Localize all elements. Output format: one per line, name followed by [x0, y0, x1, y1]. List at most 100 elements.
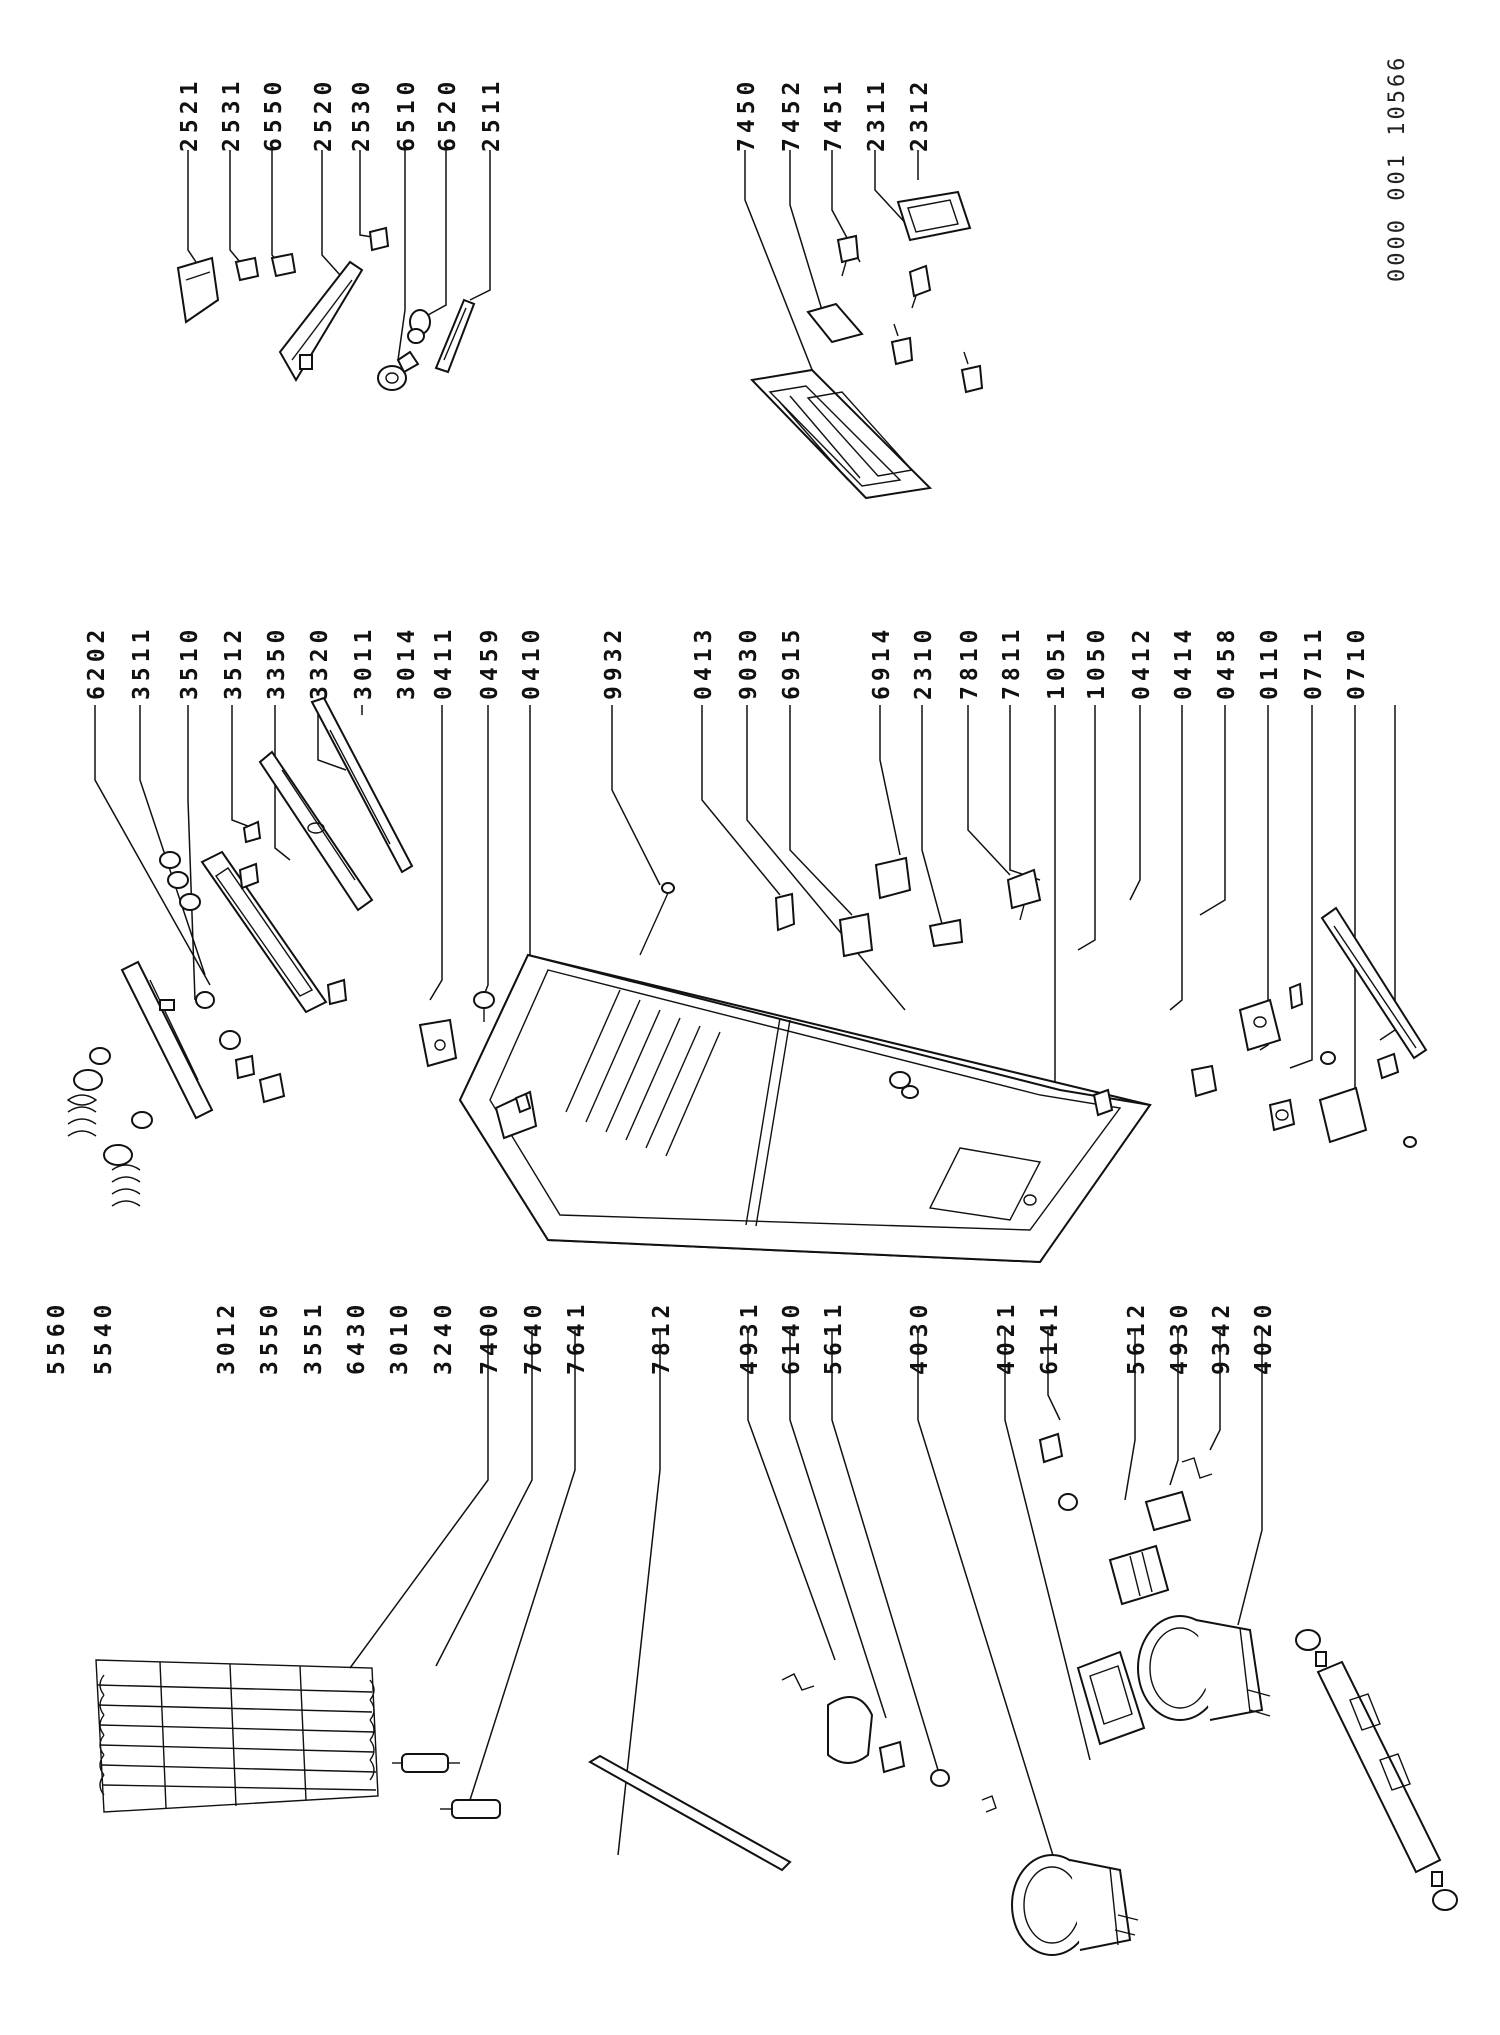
part-9030-thermostat [889, 1071, 919, 1099]
label-3012: 3012 [214, 1299, 240, 1375]
label-2530: 2530 [349, 76, 375, 152]
part-2530-block [368, 226, 390, 252]
part-4020-compressor [1137, 1615, 1271, 1721]
part-2310-hinge-pin [928, 918, 964, 948]
cabinet-body [458, 953, 1152, 1264]
part-7400-condenser [95, 1659, 379, 1813]
part-3550-switch [234, 1054, 256, 1080]
part-7811-drain-plug [1092, 1088, 1114, 1117]
doc-reference-number: 0000 001 10566 [1385, 54, 1410, 282]
label-4930: 4930 [1167, 1299, 1193, 1375]
label-0413: 0413 [691, 624, 717, 700]
label-0414: 0414 [1171, 624, 1197, 700]
part-0458-screw [1288, 982, 1304, 1010]
label-6202: 6202 [84, 624, 110, 700]
part-0412-hinge [1238, 998, 1282, 1052]
part-4021-relay-box [1076, 1650, 1146, 1746]
label-3010: 3010 [387, 1299, 413, 1375]
part-3014-trim-strip [310, 696, 414, 874]
label-9030: 9030 [736, 624, 762, 700]
label-7451: 7451 [821, 76, 847, 152]
label-6520: 6520 [435, 76, 461, 152]
part-0711-clip [1376, 1052, 1400, 1080]
label-5611: 5611 [821, 1299, 847, 1375]
label-7452: 7452 [779, 76, 805, 152]
label-6550: 6550 [261, 76, 287, 152]
label-4030: 4030 [907, 1299, 933, 1375]
part-3012-lamp-housing [120, 960, 214, 1120]
label-3350: 3350 [264, 624, 290, 700]
part-9932-cable [639, 882, 675, 956]
label-3510: 3510 [177, 624, 203, 700]
label-3512: 3512 [221, 624, 247, 700]
label-0458: 0458 [1214, 624, 1240, 700]
label-3240: 3240 [431, 1299, 457, 1375]
part-0411-bracket [418, 1018, 458, 1068]
label-6915: 6915 [779, 624, 805, 700]
part-6550-clip [270, 252, 297, 278]
label-4020: 4020 [1251, 1299, 1277, 1375]
part-6915-support [838, 912, 874, 958]
lead-lines-left [349, 1330, 1263, 1879]
part-7641-dryer [440, 1799, 501, 1819]
part-base-plate [1295, 1629, 1458, 1911]
label-0459: 0459 [477, 624, 503, 700]
label-2312: 2312 [907, 76, 933, 152]
part-2311-hinge [908, 264, 932, 309]
label-0410: 0410 [519, 624, 545, 700]
label-3511: 3511 [129, 624, 155, 700]
label-1051: 1051 [1044, 624, 1070, 700]
label-1050: 1050 [1084, 624, 1110, 700]
part-3350-switch [238, 862, 260, 890]
part-2520-hinge-rail [278, 260, 364, 382]
label-9932: 9932 [601, 624, 627, 700]
label-6141: 6141 [1037, 1299, 1063, 1375]
label-2310: 2310 [911, 624, 937, 700]
label-4931: 4931 [737, 1299, 763, 1375]
label-9342: 9342 [1209, 1299, 1235, 1375]
part-0410-hinge [494, 1090, 538, 1140]
part-6141-relay [1038, 1432, 1078, 1511]
label-7810: 7810 [957, 624, 983, 700]
part-2531-clip [234, 256, 260, 282]
part-3551-cover [258, 1072, 286, 1104]
lead-lines-top-left [187, 150, 491, 361]
part-5612-cover [1108, 1544, 1170, 1606]
part-6520-grommet [407, 309, 431, 344]
label-7400: 7400 [477, 1299, 503, 1375]
part-3011-panel [258, 750, 374, 912]
label-7641: 7641 [564, 1299, 590, 1375]
label-2311: 2311 [864, 76, 890, 152]
label-7812: 7812 [649, 1299, 675, 1375]
label-0710: 0710 [1344, 624, 1370, 700]
label-2531: 2531 [219, 76, 245, 152]
label-7640: 7640 [521, 1299, 547, 1375]
part-0459-screw [473, 991, 495, 1022]
part-7452-plate [806, 302, 864, 344]
label-0711: 0711 [1301, 624, 1327, 700]
part-0110-screw [1320, 1051, 1417, 1148]
part-6914-handle [874, 856, 912, 900]
label-0412: 0412 [1129, 624, 1155, 700]
label-6510: 6510 [394, 76, 420, 152]
label-2520: 2520 [311, 76, 337, 152]
label-5612: 5612 [1124, 1299, 1150, 1375]
part-2521-bracket [176, 256, 220, 324]
part-4931-relay-cover [781, 1673, 874, 1764]
part-7450-freezer-panel [749, 368, 933, 500]
part-3240-clip [326, 978, 348, 1006]
label-6140: 6140 [779, 1299, 805, 1375]
part-7810-drain [1006, 868, 1042, 921]
part-1050-foot [1268, 1098, 1296, 1132]
part-6510-knob [377, 350, 420, 391]
part-6430-lamp [219, 1030, 241, 1050]
label-6430: 6430 [344, 1299, 370, 1375]
label-7450: 7450 [734, 76, 760, 152]
label-6914: 6914 [869, 624, 895, 700]
label-2521: 2521 [177, 76, 203, 152]
part-9342-clamp [1181, 1457, 1213, 1479]
part-6140-relay [878, 1740, 906, 1774]
label-2511: 2511 [479, 76, 505, 152]
